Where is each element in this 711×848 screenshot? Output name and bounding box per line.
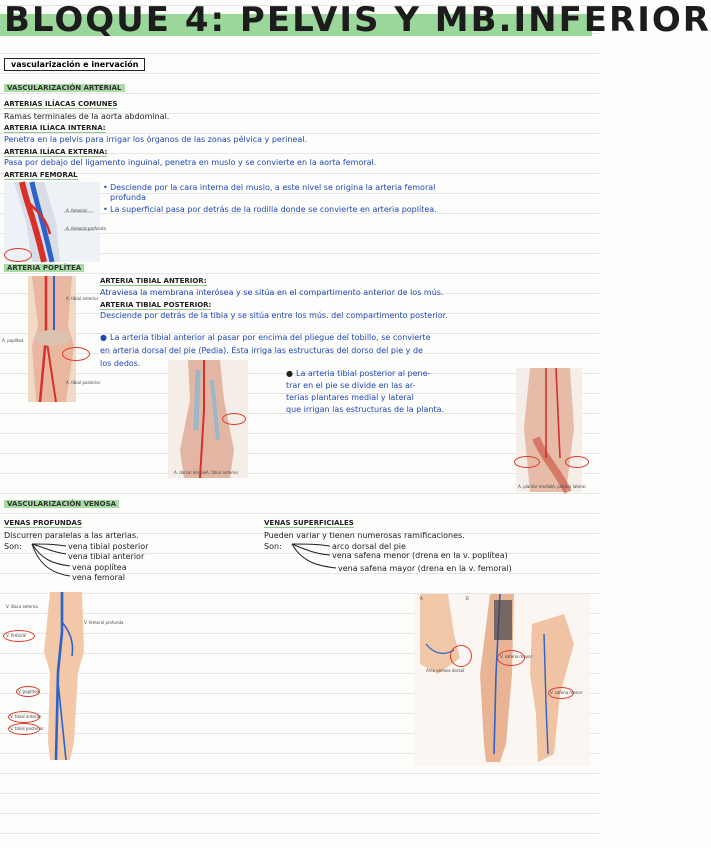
tibial-posterior-text: Desciende por detrás de la tibia y se si… (100, 311, 448, 320)
sup-circle-1 (450, 645, 472, 667)
profundas-son: Son: (4, 542, 22, 551)
popliteal-label-3: A. tibial posterior (66, 380, 101, 385)
iliaca-interna-heading: ARTERIA ILÍACA INTERNA: (4, 124, 106, 133)
posterior-bullet-l4: que irrigan las estructuras de la planta… (286, 405, 445, 414)
iliaca-externa-text: Pasa por debajo del ligamento inguinal, … (4, 158, 377, 167)
plantar-label-1: A. plantar medial (518, 484, 553, 489)
deep-circle-1 (3, 630, 35, 642)
profundas-item-2: vena tibial anterior (68, 552, 145, 561)
posterior-bullet-icon: ● (286, 369, 293, 378)
deep-label-3: V. femoral profunda (84, 620, 124, 625)
iliaca-interna-text: Penetra en la pelvis para irrigar los ór… (4, 135, 307, 144)
iliacas-comunes-heading: ARTERIAS ILÍACAS COMUNES (4, 100, 118, 109)
profundas-item-3: vena poplítea (72, 563, 127, 572)
deep-label-6: V. tibial posterior (10, 726, 44, 731)
deep-label-4: V. poplítea (18, 689, 39, 694)
iliacas-comunes-text: Ramas terminales de la aorta abdominal. (4, 112, 170, 121)
popliteal-label-2: A. tibial anterior (66, 296, 99, 301)
posterior-bullet-l2: trar en el pie se divide en las ar- (286, 381, 416, 390)
femoral-img-label-2: A. femoral profunda (66, 226, 106, 231)
section-box: vascularización e inervación (4, 58, 146, 71)
anterior-bullet-l2: en arteria dorsal del pie (Pedia). Ésta … (100, 346, 423, 355)
sup-label-3: V. safena menor (550, 690, 583, 695)
popliteal-circle (62, 347, 90, 361)
superficiales-son: Son: (264, 542, 282, 551)
superficiales-text: Pueden variar y tienen numerosas ramific… (264, 531, 465, 540)
iliaca-externa-heading: ARTERIA ILÍACA EXTERNA: (4, 148, 108, 157)
profundas-brackets (31, 543, 71, 577)
femoral-img-label-1: A. femoral (66, 208, 87, 213)
plantar-label-2: A. plantar lateral (552, 484, 586, 489)
sup-label-a: A (420, 596, 423, 601)
femoral-bullet-icon-2: • (103, 205, 108, 214)
deep-label-1: V. ilíaca externa (6, 604, 38, 609)
deep-circle-2 (16, 686, 40, 697)
plantar-circle-2 (565, 456, 589, 468)
posterior-bullet-l1: La arteria tibial posterior al pene- (296, 369, 431, 378)
superficiales-heading: VENAS SUPERFICIALES (264, 519, 354, 528)
superficiales-item-1: arco dorsal del pie (332, 542, 406, 551)
profundas-text: Discurren paralelas a las arterias. (4, 531, 139, 540)
deep-veins-illustration (44, 592, 84, 761)
tibial-anterior-text: Atraviesa la membrana interósea y se sit… (100, 288, 444, 297)
plantar-circle-1 (514, 456, 540, 468)
femoral-circle (4, 248, 32, 262)
poplitea-heading: ARTERIA POPLÍTEA (4, 264, 85, 272)
profundas-item-1: vena tibial posterior (68, 542, 149, 551)
venosa-heading: VASCULARIZACIÓN VENOSA (4, 500, 120, 508)
dorsal-label-1: A. dorsal del pie (174, 470, 207, 475)
popliteal-label-1: A. poplítea (2, 338, 24, 343)
superficiales-brackets (291, 543, 337, 569)
femoral-bullet-1-l1: Desciende por la cara interna del muslo,… (110, 183, 436, 192)
arterial-heading: VASCULARIZACIÓN ARTERIAL (4, 84, 125, 92)
profundas-heading: VENAS PROFUNDAS (4, 519, 83, 528)
superficial-veins-illustration (414, 593, 590, 766)
dorsal-foot-circle (222, 413, 246, 425)
popliteal-illustration (28, 276, 76, 403)
femoral-heading: ARTERIA FEMORAL (4, 171, 78, 180)
deep-label-2: V. femoral (6, 633, 27, 638)
anterior-bullet-l3: los dedos. (100, 359, 141, 368)
plantar-foot-illustration (516, 367, 582, 494)
sup-circle-3 (548, 687, 574, 699)
deep-circle-4 (8, 723, 40, 735)
sup-label-b: B (466, 596, 469, 601)
title-highlight (0, 14, 592, 36)
dorsal-label-2: A. tibial anterior (206, 470, 239, 475)
superficiales-item-3: vena safena mayor (drena en la v. femora… (338, 564, 512, 573)
sup-label-1: Arco venoso dorsal (426, 668, 465, 673)
sup-label-2: V. safena mayor (500, 654, 533, 659)
profundas-item-4: vena femoral (72, 573, 126, 582)
femoral-bullet-1-l2: profunda (110, 193, 147, 202)
deep-label-5: V. tibial anterior (10, 714, 42, 719)
superficiales-item-2: vena safena menor (drena en la v. poplít… (332, 551, 508, 560)
tibial-posterior-heading: ARTERIA TIBIAL POSTERIOR: (100, 301, 212, 310)
page-title: BLOQUE 4: PELVIS Y MB.INFERIOR (4, 0, 711, 40)
femoral-bullet-2: La superficial pasa por detrás de la rod… (110, 205, 437, 214)
sup-circle-2 (497, 650, 525, 666)
tibial-anterior-heading: ARTERIA TIBIAL ANTERIOR: (100, 277, 207, 286)
femoral-bullet-icon: • (103, 183, 108, 192)
anterior-bullet-icon: ● (100, 333, 107, 342)
posterior-bullet-l3: terias plantares medial y lateral (286, 393, 414, 402)
anterior-bullet-l1: La arteria tibial anterior al pasar por … (110, 333, 431, 342)
